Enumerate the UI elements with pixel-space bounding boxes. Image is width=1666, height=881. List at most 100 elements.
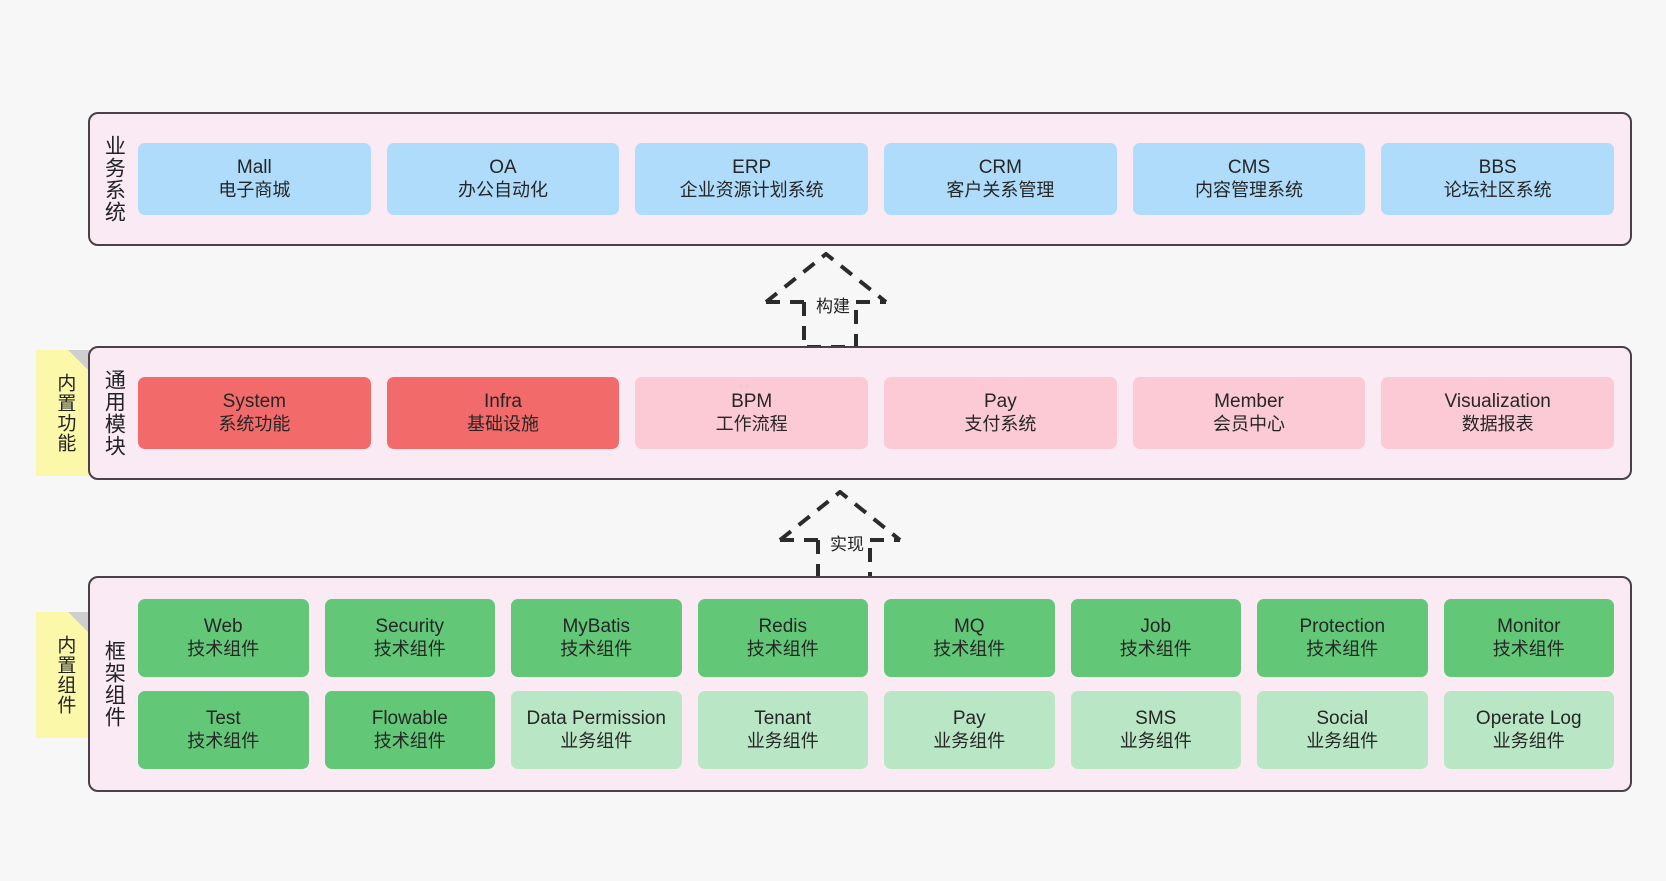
card-erp-en: ERP <box>732 157 772 179</box>
card-visualization[interactable]: Visualization 数据报表 <box>1381 377 1615 449</box>
card-oa[interactable]: OA 办公自动化 <box>386 143 620 215</box>
card-bbs-cn: 论坛社区系统 <box>1443 179 1552 200</box>
layer-common-module-title: 通用模块 <box>102 369 126 457</box>
card-bpm-en: BPM <box>731 391 773 413</box>
card-redis-en: Redis <box>758 616 808 638</box>
layer-business-system-title: 业务系统 <box>102 135 126 223</box>
connector-implement: 实现 <box>770 490 960 590</box>
card-tenant-en: Tenant <box>754 708 812 730</box>
card-operate-log-en: Operate Log <box>1475 708 1582 730</box>
card-flowable-cn: 技术组件 <box>373 730 446 751</box>
card-system[interactable]: System 系统功能 <box>138 377 371 449</box>
card-flowable-en: Flowable <box>371 708 448 730</box>
card-mq-en: MQ <box>953 616 985 638</box>
business-card-row: Mall 电子商城 OA 办公自动化 ERP 企业资源计划系统 CRM 客户关系… <box>138 143 1615 215</box>
card-redis-cn: 技术组件 <box>746 638 819 659</box>
card-sms-en: SMS <box>1135 708 1177 730</box>
card-security[interactable]: Security 技术组件 <box>324 599 495 677</box>
card-bpm[interactable]: BPM 工作流程 <box>635 377 869 449</box>
card-crm-cn: 客户关系管理 <box>946 179 1055 200</box>
connector-implement-label: 实现 <box>830 535 864 554</box>
card-protection[interactable]: Protection 技术组件 <box>1257 599 1428 677</box>
card-visualization-cn: 数据报表 <box>1461 413 1534 434</box>
card-protection-cn: 技术组件 <box>1306 638 1379 659</box>
card-social[interactable]: Social 业务组件 <box>1257 691 1428 769</box>
card-web-cn: 技术组件 <box>187 638 260 659</box>
framework-tech-row: Web 技术组件 Security 技术组件 MyBatis 技术组件 Redi… <box>138 599 1614 677</box>
card-pay-module[interactable]: Pay 支付系统 <box>884 377 1117 449</box>
card-test-en: Test <box>205 708 241 730</box>
card-protection-en: Protection <box>1299 616 1386 638</box>
layer-business-system: 业务系统 Mall 电子商城 OA 办公自动化 ERP 企业资源计划系统 CRM… <box>88 112 1632 246</box>
card-bbs-en: BBS <box>1478 157 1517 179</box>
layer-common-module: 通用模块 System 系统功能 Infra 基础设施 BPM 工作流程 Pay… <box>88 346 1632 480</box>
card-mall[interactable]: Mall 电子商城 <box>138 143 371 215</box>
card-flowable[interactable]: Flowable 技术组件 <box>324 691 495 769</box>
card-operate-log[interactable]: Operate Log 业务组件 <box>1443 691 1614 769</box>
card-crm[interactable]: CRM 客户关系管理 <box>884 143 1117 215</box>
layer-business-system-body: Mall 电子商城 OA 办公自动化 ERP 企业资源计划系统 CRM 客户关系… <box>136 114 1630 244</box>
card-mq[interactable]: MQ 技术组件 <box>884 599 1055 677</box>
card-infra-cn: 基础设施 <box>467 413 539 434</box>
note-builtin-component: 内置组件 <box>36 612 92 738</box>
card-system-en: System <box>222 391 287 413</box>
card-web[interactable]: Web 技术组件 <box>138 599 309 677</box>
card-pay-module-cn: 支付系统 <box>964 413 1037 434</box>
card-data-permission[interactable]: Data Permission 业务组件 <box>511 691 682 769</box>
card-test[interactable]: Test 技术组件 <box>138 691 309 769</box>
card-social-cn: 业务组件 <box>1306 730 1379 751</box>
framework-biz-row: Test 技术组件 Flowable 技术组件 Data Permission … <box>138 691 1614 769</box>
card-social-en: Social <box>1316 708 1369 730</box>
card-cms[interactable]: CMS 内容管理系统 <box>1132 143 1366 215</box>
card-oa-en: OA <box>489 157 517 179</box>
card-oa-cn: 办公自动化 <box>458 179 548 200</box>
card-pay-component-en: Pay <box>952 708 986 730</box>
card-sms[interactable]: SMS 业务组件 <box>1070 691 1241 769</box>
card-pay-component-cn: 业务组件 <box>933 730 1006 751</box>
card-system-cn: 系统功能 <box>218 413 291 434</box>
layer-framework-component-title: 框架组件 <box>102 640 126 728</box>
card-security-en: Security <box>375 616 445 638</box>
card-member-en: Member <box>1214 391 1284 413</box>
card-pay-component[interactable]: Pay 业务组件 <box>884 691 1055 769</box>
card-redis[interactable]: Redis 技术组件 <box>697 599 868 677</box>
card-member-cn: 会员中心 <box>1213 413 1286 434</box>
card-monitor[interactable]: Monitor 技术组件 <box>1443 599 1614 677</box>
card-tenant[interactable]: Tenant 业务组件 <box>697 691 868 769</box>
connector-build-label: 构建 <box>816 297 850 316</box>
card-bbs[interactable]: BBS 论坛社区系统 <box>1381 143 1615 215</box>
card-mybatis[interactable]: MyBatis 技术组件 <box>511 599 682 677</box>
note-builtin-component-label: 内置组件 <box>54 635 76 715</box>
card-mybatis-en: MyBatis <box>562 616 631 638</box>
card-monitor-cn: 技术组件 <box>1492 638 1565 659</box>
card-test-cn: 技术组件 <box>187 730 260 751</box>
card-job[interactable]: Job 技术组件 <box>1070 599 1241 677</box>
card-mybatis-cn: 技术组件 <box>560 638 633 659</box>
layer-framework-component-body: Web 技术组件 Security 技术组件 MyBatis 技术组件 Redi… <box>136 578 1630 790</box>
note-builtin-feature: 内置功能 <box>36 350 92 476</box>
layer-common-module-body: System 系统功能 Infra 基础设施 BPM 工作流程 Pay 支付系统… <box>136 348 1630 478</box>
card-erp-cn: 企业资源计划系统 <box>679 179 824 200</box>
card-pay-module-en: Pay <box>983 391 1017 413</box>
connector-build: 构建 <box>756 252 946 352</box>
card-sms-cn: 业务组件 <box>1119 730 1192 751</box>
note-builtin-feature-label: 内置功能 <box>54 373 76 453</box>
card-web-en: Web <box>203 616 243 638</box>
card-mall-cn: 电子商城 <box>218 179 291 200</box>
card-mall-en: Mall <box>236 157 272 179</box>
card-security-cn: 技术组件 <box>373 638 446 659</box>
card-data-permission-en: Data Permission <box>526 708 666 730</box>
card-operate-log-cn: 业务组件 <box>1492 730 1565 751</box>
card-job-en: Job <box>1140 616 1172 638</box>
card-cms-cn: 内容管理系统 <box>1195 179 1304 200</box>
card-infra[interactable]: Infra 基础设施 <box>386 377 620 449</box>
layer-framework-component: 框架组件 Web 技术组件 Security 技术组件 MyBatis 技术组件… <box>88 576 1632 792</box>
card-tenant-cn: 业务组件 <box>746 730 819 751</box>
card-member[interactable]: Member 会员中心 <box>1132 377 1366 449</box>
card-mq-cn: 技术组件 <box>933 638 1006 659</box>
card-erp[interactable]: ERP 企业资源计划系统 <box>635 143 869 215</box>
card-crm-en: CRM <box>978 157 1022 179</box>
card-infra-en: Infra <box>483 391 523 413</box>
common-card-row: System 系统功能 Infra 基础设施 BPM 工作流程 Pay 支付系统… <box>138 377 1615 449</box>
card-monitor-en: Monitor <box>1497 616 1561 638</box>
